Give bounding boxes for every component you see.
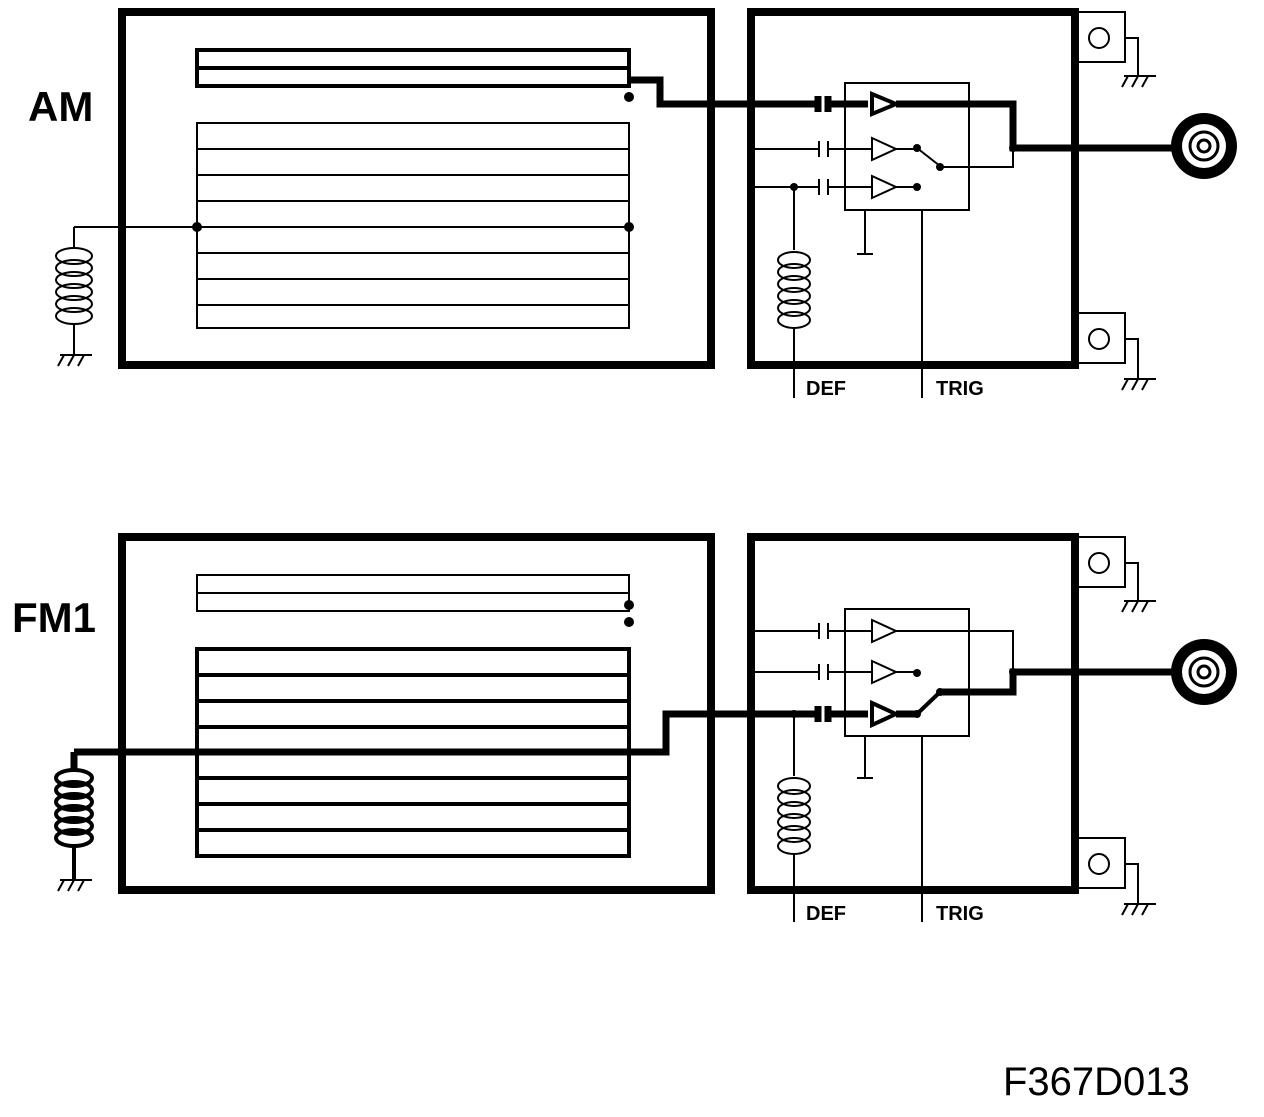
am-trig-label: TRIG [936, 378, 984, 400]
am-right-coil [777, 187, 811, 398]
am-window-frame [118, 8, 715, 369]
fm1-def-label: DEF [806, 903, 846, 925]
fm1-bottom-mount-tab [1074, 837, 1156, 916]
fm1-right-coil [777, 714, 811, 922]
am-left-coil [55, 226, 197, 355]
am-def-label: DEF [806, 378, 846, 400]
fm1-window-frame [118, 533, 715, 894]
fm1-output-connector-icon [1171, 639, 1237, 705]
fm1-left-ground-icon [57, 879, 92, 892]
am-panel [55, 8, 1237, 398]
fm1-trig-label: TRIG [936, 903, 984, 925]
am-amplifier-block [844, 82, 970, 211]
am-bottom-mount-tab [1074, 312, 1156, 391]
am-grid-element [196, 122, 630, 329]
fm1-mode-label: FM1 [12, 594, 96, 641]
am-output-connector-icon [1171, 113, 1237, 179]
am-amplifier-module [747, 8, 1079, 369]
am-top-mount-tab [1074, 11, 1156, 88]
fm1-panel [54, 533, 1237, 922]
figure-id: F367D013 [1003, 1060, 1190, 1104]
am-left-ground-icon [57, 354, 92, 367]
fm1-top-mount-tab [1074, 536, 1156, 613]
fm1-left-coil [54, 752, 94, 880]
fm1-amplifier-module [747, 533, 1079, 894]
am-mode-label: AM [28, 83, 94, 130]
